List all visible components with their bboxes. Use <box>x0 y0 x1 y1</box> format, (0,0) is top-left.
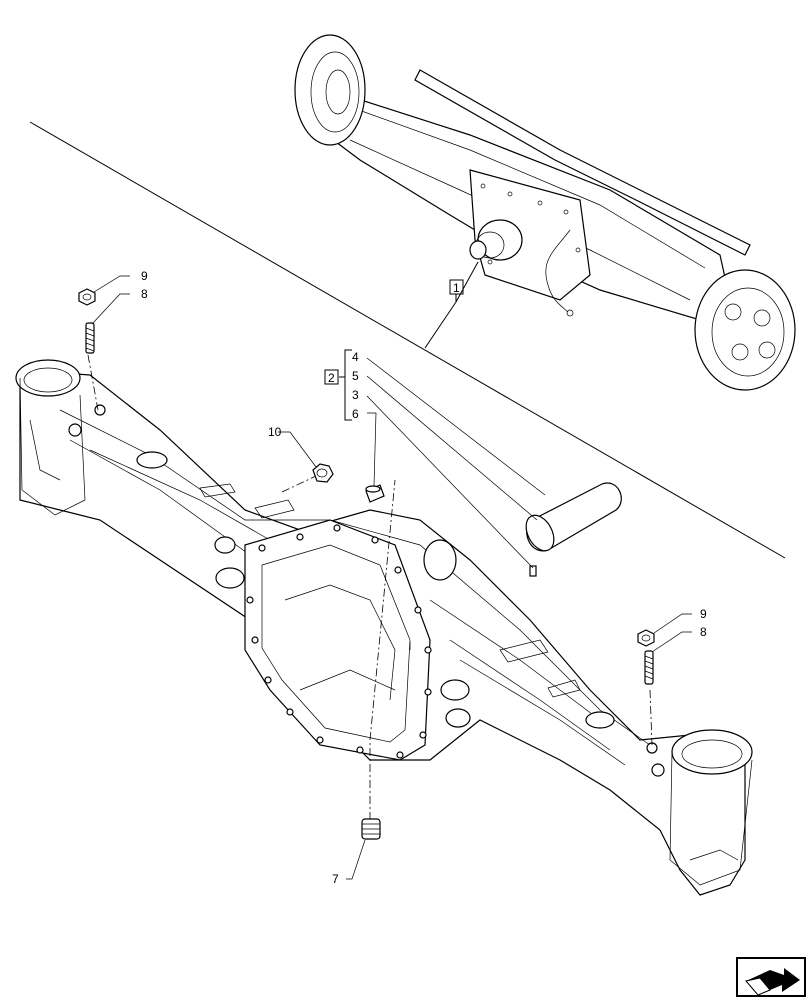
callout-box-2 <box>324 369 339 385</box>
callout-label-9-left: 9 <box>141 269 148 283</box>
callout-label-3: 3 <box>352 388 359 402</box>
nut-9-left <box>78 288 96 306</box>
callout-label-4: 4 <box>352 350 359 364</box>
callout-label-8-left: 8 <box>141 287 148 301</box>
callout-label-10: 10 <box>268 425 282 439</box>
callout-label-5: 5 <box>352 369 359 383</box>
nut-9-right <box>637 629 655 647</box>
plug-10 <box>312 463 334 483</box>
plug-7 <box>361 818 381 840</box>
callout-label-9-right: 9 <box>700 607 707 621</box>
axle-housing <box>15 359 753 896</box>
stud-8-left <box>85 322 95 354</box>
axle-assembly-inset <box>294 34 796 391</box>
callout-label-8-right: 8 <box>700 625 707 639</box>
callout-label-1: 1 <box>453 281 460 295</box>
separator-line <box>29 121 786 559</box>
callout-label-2: 2 <box>328 371 335 385</box>
callout-label-6: 6 <box>352 407 359 421</box>
pin-3 <box>529 565 537 577</box>
pin-6 <box>365 484 385 503</box>
arrow-next-page-icon[interactable] <box>736 957 806 997</box>
bushing-4 <box>525 482 622 552</box>
callout-label-7: 7 <box>332 872 339 886</box>
stud-8-right <box>644 650 654 685</box>
